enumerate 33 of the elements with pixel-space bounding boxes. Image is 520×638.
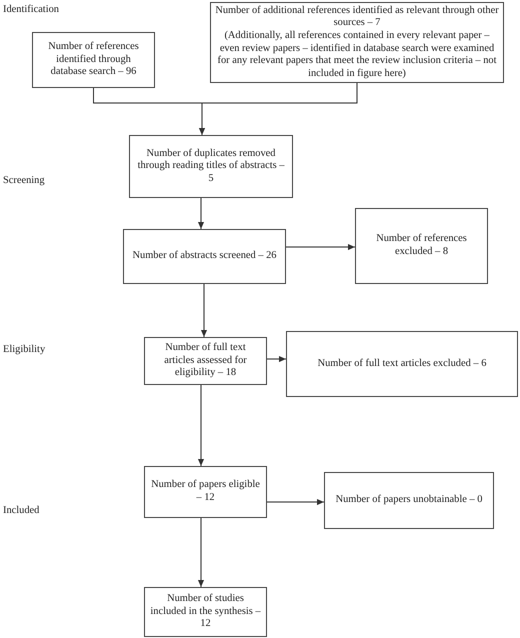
arrow [198,198,204,230]
arrow [200,284,208,338]
process-box [144,587,267,637]
process-box [286,331,518,397]
arrow [266,498,324,506]
process-box [144,337,267,385]
box-text: Number of papers eligible – 12 [150,479,261,505]
process-box [355,208,488,284]
box-text: (Additionally, all references contained in every relevant paper – even review papers – identified in database search were examined for any relevant papers that meet the review inclusion criteria – not included in figure here) [216,30,498,80]
box-text: Number of full text articles assessed for eligibility – 18 [163,342,248,380]
process-box [123,229,286,284]
box-text: Number of abstracts screened – 26 [132,250,276,263]
arrow [198,384,204,466]
arrow [198,518,204,588]
arrow [198,82,358,136]
arrow [266,356,286,362]
stage-label: Included [3,505,40,518]
stage-label: Eligibility [3,344,46,357]
process-box [144,466,267,518]
arrow [286,244,356,250]
process-box [32,32,155,88]
stage-label: Screening [3,175,45,188]
process-box [324,472,494,529]
stage-label: Identification [3,4,59,17]
box-text: Number of additional references identified as relevant through other sources – 7 [215,4,499,30]
box-text: Number of papers unobtainable – 0 [336,494,482,507]
box-text: Number of full text articles excluded – 6 [318,358,486,370]
box-text: Number of references identified through database search – 96 [47,41,140,79]
box-text: Number of studies included in the synthesis – 12 [149,593,262,631]
process-box [129,135,293,198]
process-box [210,2,504,83]
box-text: Number of duplicates removed through reading titles of abstracts – 5 [136,148,286,186]
box-text: Number of references excluded – 8 [375,233,468,259]
